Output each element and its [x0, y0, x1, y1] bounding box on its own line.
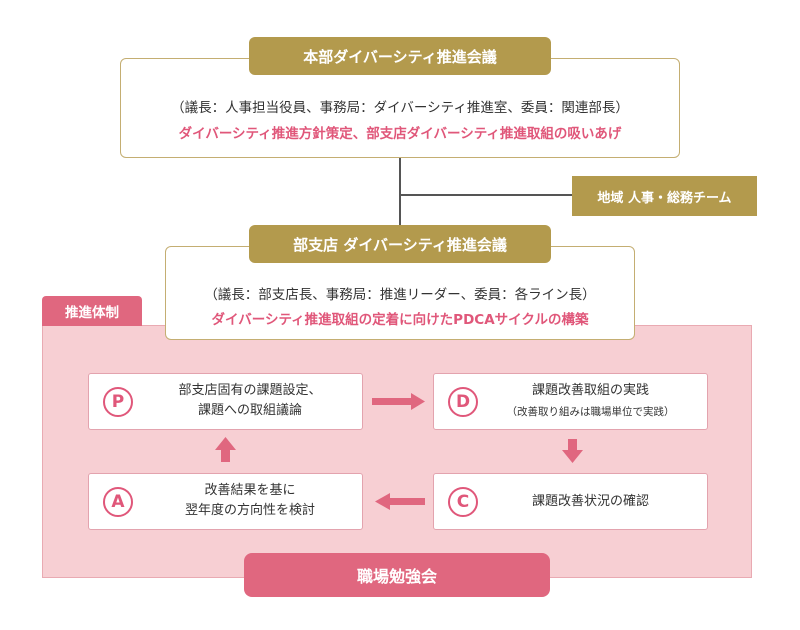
hq-council-role: ダイバーシティ推進方針策定、部支店ダイバーシティ推進取組の吸いあげ — [178, 126, 622, 142]
branch-council-title: 部支店 ダイバーシティ推進会議 — [249, 225, 551, 263]
do-text-sub: （改善取り組みは職場単位で実践） — [506, 406, 675, 418]
arrow-d-to-c-icon — [562, 439, 583, 463]
act-text-line1: 改善結果を基に — [204, 483, 296, 498]
plan-letter-icon: P — [103, 387, 133, 417]
panel-tab: 推進体制 — [42, 296, 142, 326]
branch-council-members: （議長：部支店長、事務局：推進リーダー、委員：各ライン長） — [204, 287, 596, 303]
do-text-line1: 課題改善取組の実践 — [531, 383, 649, 398]
step-check — [433, 473, 708, 530]
hq-council-title: 本部ダイバーシティ推進会議 — [249, 37, 551, 75]
check-text-line1: 課題改善状況の確認 — [531, 494, 649, 509]
plan-text-line2: 課題への取組議論 — [197, 403, 302, 418]
step-act — [88, 473, 363, 530]
act-letter-icon: A — [103, 487, 133, 517]
act-text-line2: 翌年度の方向性を検討 — [184, 503, 315, 518]
workplace-study-session: 職場勉強会 — [244, 553, 550, 597]
branch-council-role: ダイバーシティ推進取組の定着に向けたPDCAサイクルの構築 — [211, 312, 589, 328]
promotion-panel — [42, 325, 752, 578]
branch-council-box — [165, 246, 635, 340]
step-plan — [88, 373, 363, 430]
regional-team-box: 地域 人事・総務チーム — [572, 176, 757, 216]
plan-text-line1: 部支店固有の課題設定、 — [178, 383, 322, 398]
arrow-p-to-d-icon — [372, 393, 425, 410]
arrow-c-to-a-icon — [375, 493, 425, 510]
check-letter-icon: C — [448, 487, 478, 517]
connector-vertical — [399, 157, 401, 227]
hq-council-members: （議長：人事担当役員、事務局：ダイバーシティ推進室、委員：関連部長） — [171, 100, 629, 116]
connector-horizontal — [399, 194, 572, 196]
do-letter-icon: D — [448, 387, 478, 417]
step-do — [433, 373, 708, 430]
arrow-a-to-p-icon — [215, 437, 236, 462]
